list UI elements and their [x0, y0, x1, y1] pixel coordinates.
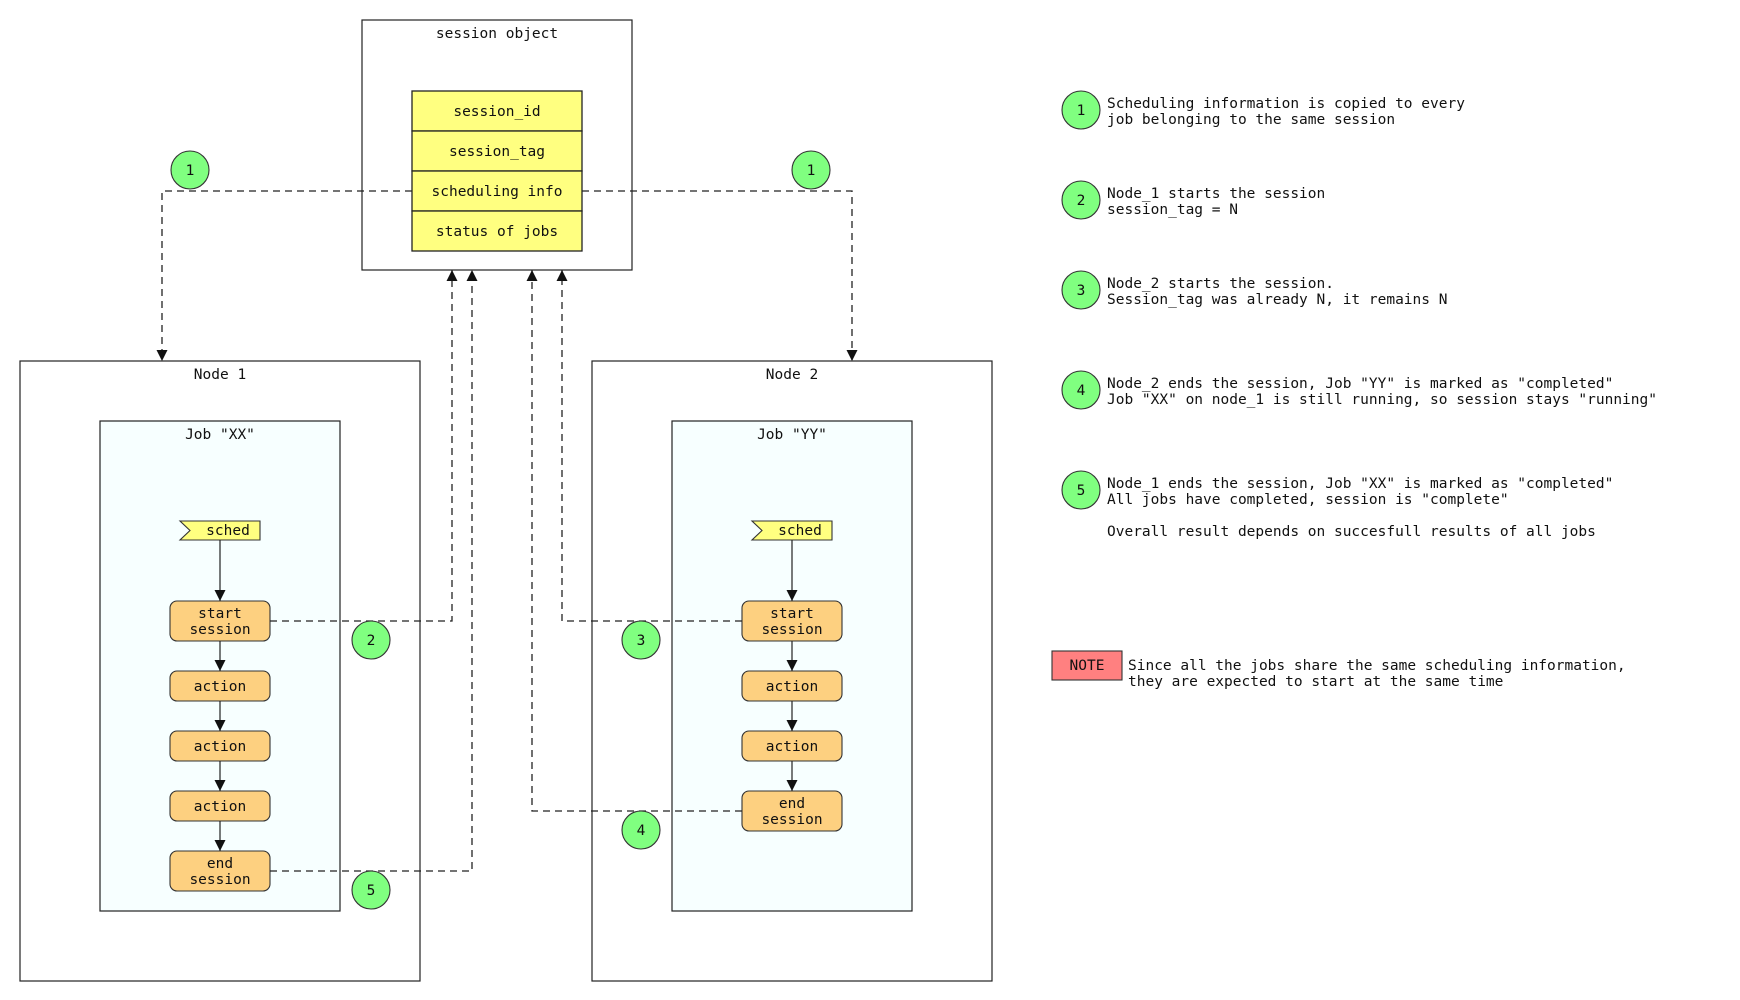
step-label: session [761, 622, 822, 638]
note-tag [1051, 650, 1123, 681]
connector-node-2-end [526, 270, 742, 812]
job-xx-step-action-1: action [169, 670, 271, 702]
legend-badge-number: 4 [1077, 383, 1086, 399]
diagram-badges: 1 1 2 3 4 5 [170, 150, 831, 910]
badge-3: 3 [621, 620, 661, 660]
session-field-label: scheduling info [432, 184, 563, 200]
legend-item-2: 2 Node_1 starts the session session_tag … [1061, 180, 1325, 220]
session-object: session object session_id session_tag sc… [361, 19, 633, 271]
badge-number: 1 [807, 163, 816, 179]
legend-item-1: 1 Scheduling information is copied to ev… [1061, 90, 1465, 130]
step-label: start [770, 606, 814, 622]
legend-text-line: Node_2 starts the session. [1107, 276, 1334, 292]
node-1-title: Node 1 [194, 367, 246, 383]
legend-text-line: Overall result depends on succesfull res… [1107, 524, 1596, 540]
job-yy-step-action-1: action [741, 670, 843, 702]
node-2: Node 2 Job "YY" sched start session acti… [591, 360, 993, 982]
badge-number: 4 [637, 823, 646, 839]
legend-badge-number: 3 [1077, 283, 1086, 299]
job-yy-title: Job "YY" [757, 427, 827, 443]
session-field-session-tag: session_tag [411, 130, 583, 172]
note: NOTE Since all the jobs share the same s… [1051, 650, 1626, 690]
legend-item-4: 4 Node_2 ends the session, Job "YY" is m… [1061, 370, 1657, 410]
step-label: end [779, 796, 805, 812]
sched-label: sched [206, 523, 250, 539]
session-object-title: session object [436, 26, 558, 42]
session-field-label: session_id [453, 104, 540, 120]
legend-text-line: Job "XX" on node_1 is still running, so … [1107, 392, 1657, 408]
session-field-status-of-jobs: status of jobs [411, 210, 583, 252]
job-yy-step-end-session: end session [741, 790, 843, 832]
job-xx-step-start-session: start session [169, 600, 271, 642]
badge-number: 1 [186, 163, 195, 179]
badge-number: 5 [367, 883, 376, 899]
note-text-line: they are expected to start at the same t… [1128, 674, 1503, 690]
badge-1-right: 1 [791, 150, 831, 190]
session-field-label: status of jobs [436, 224, 558, 240]
job-yy-step-action-2: action [741, 730, 843, 762]
legend-text-line: All jobs have completed, session is "com… [1107, 492, 1509, 508]
job-xx-step-action-3: action [169, 790, 271, 822]
badge-2: 2 [351, 620, 391, 660]
connector-node-1-start [270, 270, 458, 622]
session-field-session-id: session_id [411, 90, 583, 132]
job-yy-sched-flag: sched [750, 520, 833, 541]
legend-badge-number: 1 [1077, 103, 1086, 119]
legend: 1 Scheduling information is copied to ev… [1061, 90, 1657, 540]
job-yy-step-start-session: start session [741, 600, 843, 642]
badge-1-left: 1 [170, 150, 210, 190]
job-xx-step-action-2: action [169, 730, 271, 762]
badge-number: 2 [367, 633, 376, 649]
sched-label: sched [778, 523, 822, 539]
connector-copy-to-node-2 [582, 190, 858, 361]
legend-text-line: Node_2 ends the session, Job "YY" is mar… [1107, 376, 1613, 392]
job-xx-step-end-session: end session [169, 850, 271, 892]
step-label: session [761, 812, 822, 828]
session-field-label: session_tag [449, 144, 545, 160]
node-2-title: Node 2 [766, 367, 818, 383]
legend-text-line: Node_1 starts the session [1107, 186, 1325, 202]
legend-item-3: 3 Node_2 starts the session. Session_tag… [1061, 270, 1447, 310]
note-label: NOTE [1070, 658, 1105, 674]
job-xx-sched-flag: sched [178, 520, 261, 541]
connector-node-1-end [270, 270, 478, 872]
step-label: session [189, 622, 250, 638]
session-field-scheduling-info: scheduling info [411, 170, 583, 212]
step-label: action [194, 799, 246, 815]
legend-text-line: Scheduling information is copied to ever… [1107, 96, 1465, 112]
connector-copy-to-node-1 [156, 190, 412, 361]
legend-badge-number: 2 [1077, 193, 1086, 209]
badge-4: 4 [621, 810, 661, 850]
job-xx-title: Job "XX" [185, 427, 255, 443]
step-label: session [189, 872, 250, 888]
legend-text-line: session_tag = N [1107, 202, 1238, 218]
legend-text-line: job belonging to the same session [1107, 112, 1395, 128]
step-label: end [207, 856, 233, 872]
step-label: action [194, 739, 246, 755]
step-label: action [194, 679, 246, 695]
node-1: Node 1 Job "XX" sched start session acti… [19, 360, 421, 982]
note-text-line: Since all the jobs share the same schedu… [1128, 658, 1626, 674]
legend-text-line: Session_tag was already N, it remains N [1107, 292, 1447, 308]
step-label: start [198, 606, 242, 622]
connectors [156, 190, 858, 872]
step-label: action [766, 739, 818, 755]
connector-node-2-start [556, 270, 742, 622]
legend-item-5: 5 Node_1 ends the session, Job "XX" is m… [1061, 470, 1613, 540]
badge-number: 3 [637, 633, 646, 649]
legend-text-line: Node_1 ends the session, Job "XX" is mar… [1107, 476, 1613, 492]
legend-badge-number: 5 [1077, 483, 1086, 499]
badge-5: 5 [351, 870, 391, 910]
step-label: action [766, 679, 818, 695]
